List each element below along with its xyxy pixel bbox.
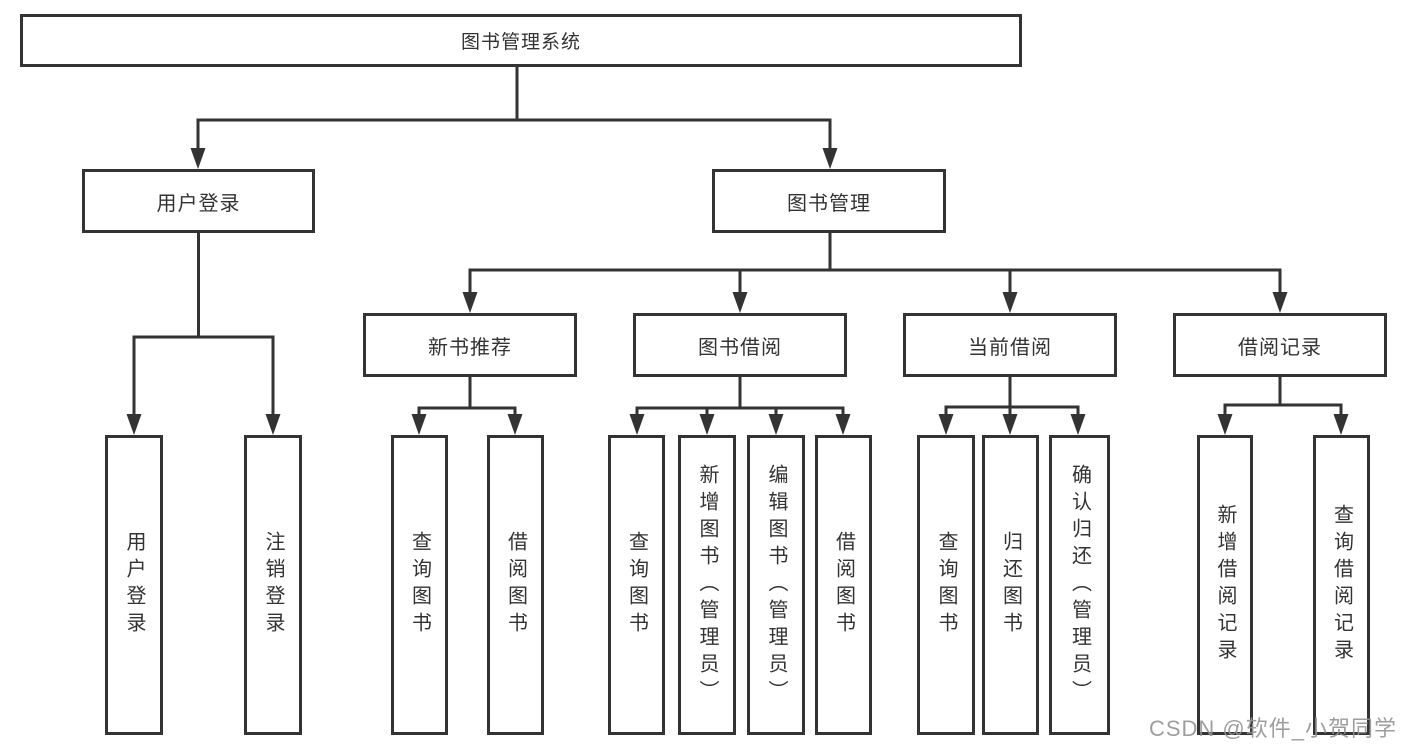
node-new-book-recommend-label: 新书推荐 (428, 336, 512, 359)
node-library-system-label: 图书管理系统 (460, 32, 581, 53)
node-leaf-return-books: 归还图书 (982, 435, 1039, 735)
node-leaf-query-books-borrowing-label: 查询图书 (625, 531, 648, 639)
node-leaf-confirm-return-admin-label: 确认归还（管理员） (1068, 463, 1091, 707)
node-user-login-module: 用户登录 (82, 169, 315, 233)
node-book-management-label: 图书管理 (787, 192, 871, 215)
node-borrowing-records: 借阅记录 (1173, 313, 1387, 377)
node-book-borrowing-label: 图书借阅 (698, 336, 782, 359)
node-leaf-edit-books-admin-label: 编辑图书（管理员） (765, 463, 787, 707)
node-leaf-logout-login-label: 注销登录 (262, 531, 284, 639)
node-leaf-confirm-return-admin: 确认归还（管理员） (1049, 435, 1110, 735)
csdn-watermark: CSDN @软件_小贺同学 (1148, 716, 1397, 741)
node-leaf-borrow-books-label: 借阅图书 (832, 531, 855, 639)
node-leaf-edit-books-admin: 编辑图书（管理员） (747, 435, 805, 735)
node-leaf-query-borrow-record-label: 查询借阅记录 (1330, 504, 1353, 666)
node-current-borrowing: 当前借阅 (903, 313, 1117, 377)
node-leaf-user-login: 用户登录 (105, 435, 163, 735)
node-leaf-return-books-label: 归还图书 (999, 531, 1022, 639)
node-leaf-query-books-current-label: 查询图书 (935, 531, 957, 639)
node-leaf-add-books-admin: 新增图书（管理员） (678, 435, 736, 735)
node-leaf-query-borrow-record: 查询借阅记录 (1313, 435, 1370, 735)
node-leaf-add-borrow-record: 新增借阅记录 (1197, 435, 1253, 735)
node-leaf-borrow-books-recommend: 借阅图书 (487, 435, 544, 735)
node-leaf-borrow-books-recommend-label: 借阅图书 (504, 531, 527, 639)
node-book-borrowing: 图书借阅 (633, 313, 847, 377)
node-book-management: 图书管理 (712, 169, 946, 233)
node-leaf-query-books-recommend-label: 查询图书 (408, 531, 431, 639)
node-leaf-borrow-books: 借阅图书 (815, 435, 872, 735)
node-borrowing-records-label: 借阅记录 (1238, 336, 1322, 359)
node-leaf-query-books-recommend: 查询图书 (391, 435, 448, 735)
node-leaf-user-login-label: 用户登录 (123, 531, 145, 639)
node-leaf-logout-login: 注销登录 (244, 435, 302, 735)
node-library-system: 图书管理系统 (20, 14, 1022, 67)
node-leaf-query-books-current: 查询图书 (917, 435, 975, 735)
node-new-book-recommend: 新书推荐 (363, 313, 577, 377)
node-leaf-query-books-borrowing: 查询图书 (608, 435, 665, 735)
node-user-login-module-label: 用户登录 (156, 192, 241, 215)
node-leaf-add-books-admin-label: 新增图书（管理员） (696, 463, 718, 707)
node-current-borrowing-label: 当前借阅 (968, 336, 1052, 359)
node-leaf-add-borrow-record-label: 新增借阅记录 (1214, 504, 1236, 666)
